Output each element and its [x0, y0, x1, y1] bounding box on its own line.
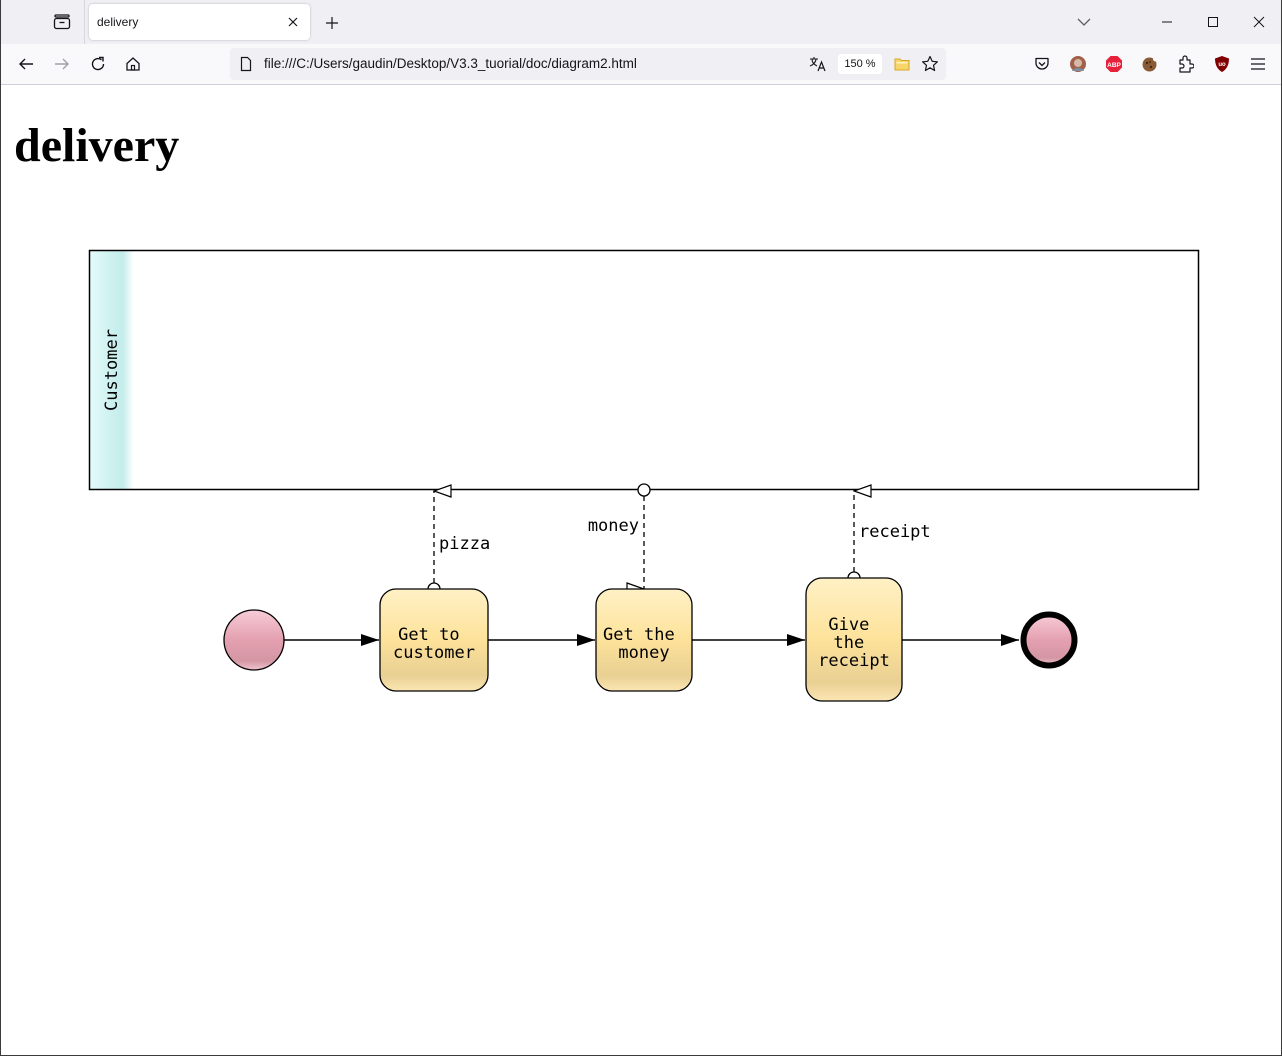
minimize-button[interactable] [1154, 10, 1180, 34]
message-flow-pizza[interactable]: pizza [427, 491, 490, 596]
tab-separator [84, 0, 85, 44]
tab-strip: delivery [1, 0, 1281, 44]
new-tab-button[interactable] [321, 12, 343, 34]
url-bar[interactable]: file:///C:/Users/gaudin/Desktop/V3.3_tuo… [230, 48, 946, 80]
back-button[interactable] [14, 52, 38, 76]
folder-button[interactable] [892, 54, 912, 74]
maximize-icon [1208, 17, 1218, 27]
ublock-label: uo [1218, 62, 1226, 68]
message-flow-source-circle [637, 483, 651, 497]
message-flow-label: money [588, 516, 639, 536]
tab-list-icon [53, 14, 71, 30]
cookie-extension-button[interactable] [1138, 52, 1162, 76]
close-icon [1253, 16, 1265, 28]
forward-button[interactable] [50, 52, 74, 76]
task-get-to-customer[interactable]: Get to customer [379, 588, 489, 692]
reload-button[interactable] [86, 52, 110, 76]
message-flow-label: pizza [439, 534, 490, 554]
forward-arrow-icon [55, 58, 69, 70]
task-label: Give the receipt [818, 615, 890, 671]
star-icon [922, 55, 938, 72]
task-give-the-receipt[interactable]: Give the receipt [805, 577, 903, 702]
app-menu-button[interactable] [1246, 52, 1270, 76]
abp-label: ABP [1107, 62, 1121, 69]
navigation-toolbar: file:///C:/Users/gaudin/Desktop/V3.3_tuo… [1, 44, 1281, 85]
pocket-icon [1035, 57, 1049, 70]
pool-label-band [89, 250, 134, 490]
page-icon [240, 56, 252, 72]
task-label-line: customer [393, 643, 475, 663]
maximize-button[interactable] [1200, 10, 1226, 34]
task-label-line: Get to [398, 625, 459, 645]
task-box [595, 588, 693, 692]
close-icon [288, 17, 298, 27]
pocket-button[interactable] [1030, 52, 1054, 76]
page-content: delivery [1, 85, 1281, 1055]
list-all-tabs-button[interactable] [1071, 10, 1097, 34]
task-label: Get to customer [393, 625, 475, 663]
message-flow-money[interactable]: money [588, 483, 651, 589]
message-flow-label: receipt [859, 522, 931, 542]
hamburger-menu-icon [1251, 58, 1265, 70]
page-title: delivery [14, 119, 180, 172]
home-button[interactable] [121, 52, 145, 76]
task-box [379, 588, 489, 692]
back-arrow-icon [19, 58, 33, 70]
start-event[interactable] [223, 609, 285, 671]
task-label: Get the money [603, 625, 685, 663]
translate-icon [809, 57, 826, 72]
abp-icon: ABP [1106, 56, 1122, 72]
avatar-icon [1070, 56, 1086, 72]
account-button[interactable] [1066, 52, 1090, 76]
plus-icon [326, 17, 338, 29]
minimize-icon [1162, 21, 1172, 23]
tab-active[interactable]: delivery [89, 4, 310, 40]
pool-label: Customer [102, 329, 122, 411]
bpmn-diagram: Customer pizza money [88, 249, 1200, 702]
folder-icon [894, 58, 910, 71]
tab-close-button[interactable] [284, 13, 302, 31]
message-flow-receipt[interactable]: receipt [847, 491, 931, 585]
ublock-icon: uo [1215, 56, 1229, 72]
adblock-plus-button[interactable]: ABP [1102, 52, 1126, 76]
tab-list-button[interactable] [49, 10, 75, 34]
end-event[interactable] [1020, 611, 1078, 669]
bookmark-button[interactable] [920, 54, 940, 74]
zoom-level-button[interactable]: 150 % [838, 54, 882, 74]
url-input[interactable]: file:///C:/Users/gaudin/Desktop/V3.3_tuo… [264, 56, 637, 71]
translate-button[interactable] [808, 54, 828, 74]
task-box [805, 577, 903, 702]
reload-icon [91, 56, 105, 71]
puzzle-icon [1179, 55, 1194, 73]
home-icon [126, 57, 140, 71]
close-window-button[interactable] [1246, 10, 1272, 34]
task-label-line: receipt [818, 651, 890, 671]
pool-border [88, 249, 1200, 491]
cookie-icon [1142, 56, 1158, 72]
extensions-button[interactable] [1174, 52, 1198, 76]
task-label-line: Give [828, 615, 869, 635]
task-label-line: money [618, 643, 669, 663]
task-get-the-money[interactable]: Get the money [595, 588, 693, 692]
task-label-line: Get the [603, 625, 675, 645]
ublock-button[interactable]: uo [1210, 52, 1234, 76]
pool-customer[interactable]: Customer [88, 249, 1200, 491]
task-label-line: the [834, 633, 865, 653]
chevron-down-icon [1077, 18, 1091, 26]
tab-title: delivery [97, 15, 139, 29]
